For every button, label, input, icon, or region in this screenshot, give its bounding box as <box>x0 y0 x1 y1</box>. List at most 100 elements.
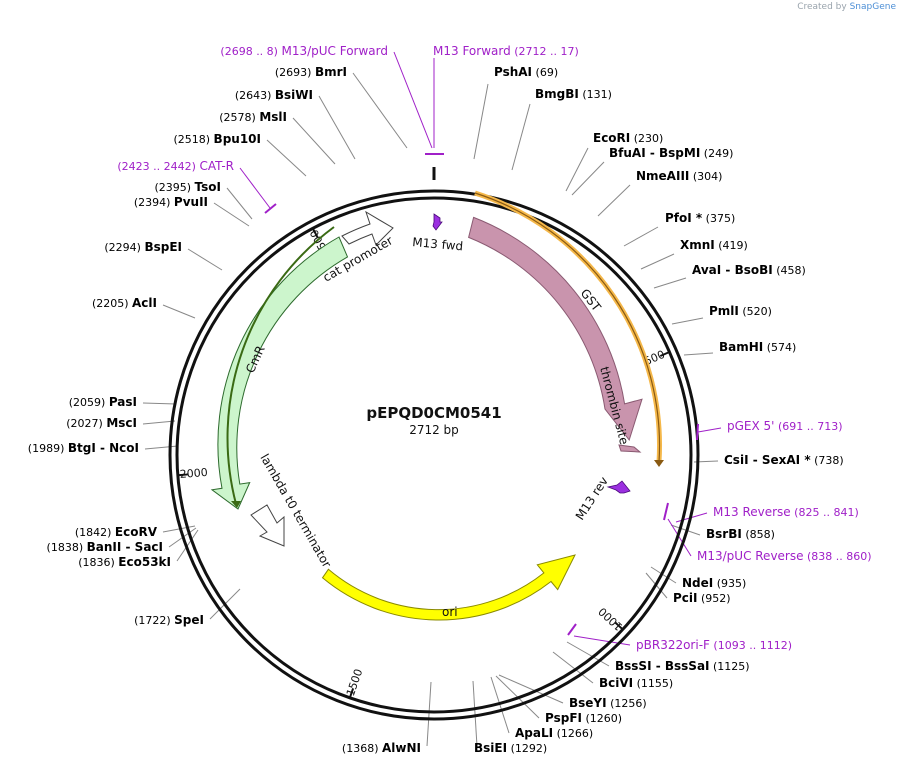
site-position: (375) <box>702 212 735 225</box>
site-position: (838 .. 860) <box>804 550 872 563</box>
enzyme-label-29: (1989) BtgI - NcoI <box>28 441 139 455</box>
credit-prefix: Created by <box>797 2 847 12</box>
enzyme-label-28: (1842) EcoRV <box>75 525 158 539</box>
enzyme-label-39: (2643) BsiWI <box>235 88 313 102</box>
site-position: (520) <box>739 305 772 318</box>
enzyme-label-37: (2518) Bpu10I <box>173 132 261 146</box>
site-name: BmgBI <box>535 87 579 101</box>
site-name: EcoRV <box>115 525 158 539</box>
label-connectors <box>142 51 722 747</box>
site-labels: PshAI (69)BmgBI (131)EcoRI (230)BfuAI - … <box>28 44 872 755</box>
site-name: PasI <box>109 395 137 409</box>
enzyme-label-3: BfuAI - BspMI (249) <box>609 146 733 160</box>
enzyme-label-4: NmeAIII (304) <box>636 169 722 183</box>
connector-0 <box>473 83 489 160</box>
connector-10 <box>697 427 722 433</box>
connector-33 <box>187 248 223 271</box>
enzyme-label-21: PspFI (1260) <box>545 711 622 725</box>
enzyme-label-25: (1722) SpeI <box>134 613 204 627</box>
enzyme-label-32: (2205) AclI <box>92 296 157 310</box>
site-position: (1368) <box>342 742 382 755</box>
site-position: (2294) <box>104 241 144 254</box>
site-name: AvaI - BsoBI <box>692 263 773 277</box>
site-position: (1989) <box>28 442 68 455</box>
site-position: (458) <box>773 264 806 277</box>
primer-bar-m13-reverse <box>663 502 669 521</box>
feature-label-m13-fwd: M13 fwd <box>412 235 464 253</box>
site-name: MscI <box>106 416 137 430</box>
enzyme-label-9: BamHI (574) <box>719 340 796 354</box>
connector-7 <box>653 277 687 289</box>
site-name: AlwNI <box>382 741 421 755</box>
connector-8 <box>671 317 704 325</box>
feature-label-ori: ori <box>442 605 458 619</box>
credit-brand: SnapGene <box>849 2 896 12</box>
connector-6 <box>640 253 675 270</box>
connector-29 <box>144 445 179 450</box>
enzyme-label-8: PmlI (520) <box>709 304 772 318</box>
tick-1500 <box>348 688 355 699</box>
site-position: (2423 .. 2442) <box>117 160 199 173</box>
site-name: EcoRI <box>593 131 630 145</box>
site-name: BfuAI - BspMI <box>609 146 700 160</box>
connector-23 <box>472 680 478 747</box>
site-name: BsrBI <box>706 527 742 541</box>
site-position: (69) <box>532 66 558 79</box>
connector-38 <box>292 117 336 165</box>
site-name: Eco53kI <box>118 555 171 569</box>
site-name: CsiI - SexAI * <box>724 453 811 467</box>
site-name: BssSI - BssSaI <box>615 659 710 673</box>
enzyme-label-34: (2394) PvuII <box>134 195 208 209</box>
site-name: BspEI <box>144 240 182 254</box>
site-position: (2578) <box>219 111 259 124</box>
site-position: (2712 .. 17) <box>511 45 579 58</box>
tick-1000 <box>614 621 624 631</box>
enzyme-label-31: (2059) PasI <box>69 395 137 409</box>
connector-36 <box>239 167 271 209</box>
site-position: (738) <box>811 454 844 467</box>
site-name: CAT-R <box>199 159 234 173</box>
plasmid-name: pEPQD0CM0541 <box>366 404 501 422</box>
enzyme-label-2: EcoRI (230) <box>593 131 663 145</box>
site-name: PspFI <box>545 711 582 725</box>
site-name: NdeI <box>682 576 713 590</box>
site-name: BciVI <box>599 676 633 690</box>
enzyme-label-27: (1838) BanII - SacI <box>47 540 163 554</box>
connector-4 <box>597 184 631 217</box>
tick-2000 <box>177 473 188 477</box>
enzyme-label-18: BssSI - BssSaI (1125) <box>615 659 750 673</box>
site-name: M13 Forward <box>433 44 511 58</box>
enzyme-label-24: (1368) AlwNI <box>342 741 421 755</box>
site-name: M13 Reverse <box>713 505 791 519</box>
gst-outline-arc-core <box>474 192 661 463</box>
feature-m13-fwd <box>432 213 443 231</box>
enzyme-label-1: BmgBI (131) <box>535 87 612 101</box>
connector-13 <box>670 524 701 536</box>
primer-label-17: pBR322ori-F (1093 .. 1112) <box>636 638 792 652</box>
primer-label-12: M13 Reverse (825 .. 841) <box>713 505 859 519</box>
site-name: BamHI <box>719 340 763 354</box>
site-position: (2698 .. 8) <box>220 45 281 58</box>
site-name: pGEX 5' <box>727 419 774 433</box>
site-name: BmrI <box>315 65 347 79</box>
site-position: (1838) <box>47 541 87 554</box>
tick-label-1500: 1500 <box>344 667 365 698</box>
site-name: M13/pUC Reverse <box>697 549 804 563</box>
backbone-inner <box>175 196 693 714</box>
connector-5 <box>623 226 659 247</box>
connector-37 <box>266 139 307 177</box>
site-name: BtgI - NcoI <box>68 441 139 455</box>
primer-label-41: (2698 .. 8) M13/pUC Forward <box>220 44 388 58</box>
site-name: MslI <box>259 110 287 124</box>
connector-24 <box>426 681 432 747</box>
connector-18 <box>566 641 610 667</box>
feature-m13-rev <box>606 480 631 494</box>
primer-label-14: M13/pUC Reverse (838 .. 860) <box>697 549 872 563</box>
feature-cat-promoter <box>341 210 394 246</box>
cmr-outline-arc <box>226 226 335 505</box>
enzyme-label-16: PciI (952) <box>673 591 731 605</box>
site-position: (1266) <box>553 727 593 740</box>
site-position: (952) <box>698 592 731 605</box>
site-position: (935) <box>713 577 746 590</box>
site-name: pBR322ori-F <box>636 638 710 652</box>
